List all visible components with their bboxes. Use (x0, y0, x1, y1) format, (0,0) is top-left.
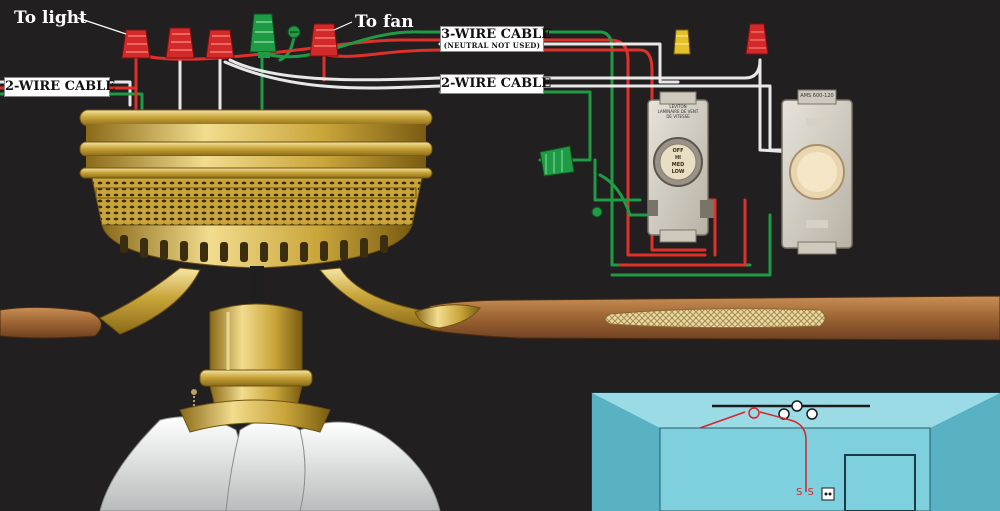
fan-canopy (79, 109, 433, 269)
to-light-label: To light (14, 8, 87, 28)
three-wire-cable-label: 3-WIRE CABLE (NEUTRAL NOT USED) (440, 26, 552, 52)
wire-nut-red-4-icon (309, 23, 339, 57)
two-wire-cable-right-title: 2-WIRE CABLE (441, 76, 552, 91)
fan-blades (0, 267, 1000, 341)
label-leaders (77, 17, 353, 35)
light-dimmer-switch (781, 89, 853, 255)
fan-switch-header-line-1: LEVITON (669, 104, 687, 109)
ground-screw-icon (287, 25, 301, 39)
inset-fan-icon (778, 400, 818, 420)
fan-switch-header: LEVITON LAMINAIRE DE VENT DE VITESSE (652, 104, 704, 119)
wire-nut-red-2-icon (165, 27, 195, 59)
three-wire-cable-title: 3-WIRE CABLE (441, 27, 552, 42)
inset-wire-red (699, 411, 807, 492)
wire-nut-green-icon (249, 13, 277, 58)
fan-speed-switch (647, 91, 714, 243)
two-wire-cable-right-label: 2-WIRE CABLE (440, 74, 552, 94)
fan-switch-dial-labels: OFF HI MED LOW (662, 148, 694, 176)
ground-screw-right-icon (591, 206, 603, 218)
dimmer-header: AMS 600-120 (800, 93, 834, 99)
to-fan-label: To fan (355, 12, 414, 32)
wire-nuts (121, 13, 769, 218)
two-wire-cable-left-label: 2-WIRE CABLE (4, 77, 116, 97)
fan-dial-med: MED (671, 162, 685, 168)
room-inset (591, 392, 1000, 511)
wire-nut-red-right-icon (745, 23, 769, 55)
wire-nut-red-1-icon (121, 29, 151, 59)
glass-shades (99, 399, 441, 511)
inset-switch-marks: S S (796, 487, 815, 498)
wire-3w-white (438, 42, 680, 84)
wire-nut-yellow-icon (673, 29, 691, 55)
three-wire-cable-note: (NEUTRAL NOT USED) (443, 41, 541, 50)
fan-dial-hi: HI (674, 155, 682, 161)
wire-2w-white (228, 58, 762, 82)
wire-nut-green-right-icon (539, 145, 575, 177)
two-wire-cable-left-title: 2-WIRE CABLE (5, 79, 116, 94)
fan-dial-low: LOW (671, 169, 685, 175)
fan-switch-header-line-3: DE VITESSE (666, 114, 690, 119)
fan-switch-header-line-2: LAMINAIRE DE VENT (657, 109, 699, 114)
fan-dial-off: OFF (672, 148, 684, 154)
wire-nut-red-3-icon (205, 29, 235, 59)
